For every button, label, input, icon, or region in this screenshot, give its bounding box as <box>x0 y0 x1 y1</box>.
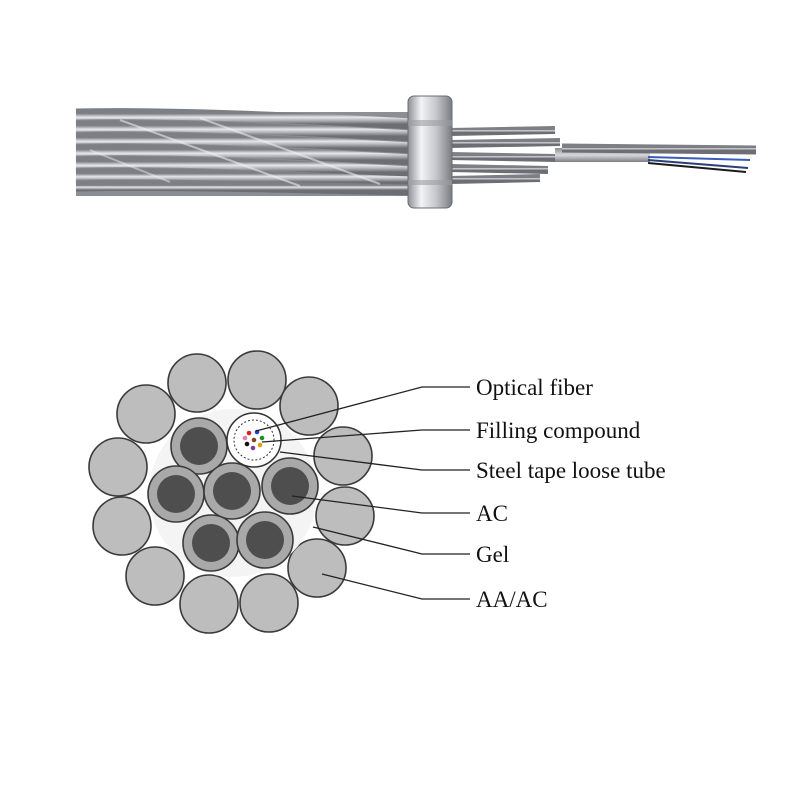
optical-fiber <box>251 437 257 443</box>
leader-aa-ac <box>321 573 470 600</box>
steel-tube-and-fibers <box>555 143 757 173</box>
outer-strand <box>92 496 152 556</box>
leader-gel <box>312 526 470 555</box>
labels: Optical fiber Filling compound Steel tap… <box>476 375 666 612</box>
outer-strand <box>88 437 148 497</box>
outer-strands <box>88 350 375 634</box>
outer-strand <box>279 376 339 436</box>
ac-strand <box>170 417 228 475</box>
cable-photo <box>0 60 800 260</box>
leader-optical-fiber <box>255 386 470 432</box>
steel-tape-loose-tube <box>226 412 282 468</box>
label-gel: Gel <box>476 542 509 567</box>
label-ac: AC <box>476 501 508 526</box>
optical-fiber <box>250 445 256 451</box>
label-filling-compound: Filling compound <box>476 418 641 443</box>
optical-fiber <box>259 435 265 441</box>
clamp-ring <box>407 95 453 209</box>
outer-strand <box>287 538 347 598</box>
leader-ac <box>291 495 470 514</box>
outer-strand <box>239 573 299 633</box>
outer-strand <box>167 353 227 413</box>
ac-strand <box>182 514 240 572</box>
optical-fiber <box>244 441 250 447</box>
ac-strands <box>147 417 319 572</box>
leader-steel-tape-loose-tube <box>279 451 470 471</box>
ac-strand <box>147 465 205 523</box>
leader-lines <box>255 386 470 600</box>
label-aa-ac: AA/AC <box>476 587 548 612</box>
optical-fiber <box>246 430 252 436</box>
leader-filling-compound <box>261 429 470 443</box>
outer-strand <box>125 546 185 606</box>
ac-strand <box>236 511 294 569</box>
outer-strand <box>315 486 375 546</box>
outer-strand <box>227 350 287 410</box>
outer-strand <box>179 574 239 634</box>
exposed-strands <box>449 126 561 184</box>
optical-fiber <box>242 435 248 441</box>
ac-strand <box>261 457 319 515</box>
ac-strand <box>203 462 261 520</box>
label-optical-fiber: Optical fiber <box>476 375 593 400</box>
outer-strand <box>116 384 176 444</box>
label-steel-tape-loose-tube: Steel tape loose tube <box>476 458 666 483</box>
stranded-wires <box>75 108 413 196</box>
optical-fiber <box>257 442 263 448</box>
optical-fibers <box>242 429 265 451</box>
cross-section <box>88 350 375 634</box>
